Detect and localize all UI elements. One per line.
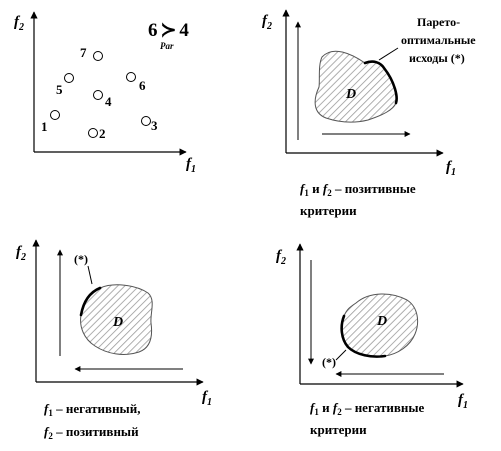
point-label-2: 2 [99,126,106,141]
point-label-7: 7 [80,45,87,60]
y-axis-label: f2 [276,248,286,267]
region-label: D [345,87,356,102]
point-7 [93,51,103,61]
x-axis-label: f1 [446,159,456,178]
pareto-star-mark: (*) [74,252,88,266]
caption-top-right: f1 и f2 – позитивные критерии [300,181,416,218]
dominance-relation: 6≻4 [148,20,189,41]
x-axis-label: f1 [186,156,196,175]
point-4 [93,90,103,100]
pareto-note-line-1: Парето- [417,15,460,29]
panel-top-right: f2 f1 D Парето- оптимальные исходы (*) [262,9,476,178]
point-1 [50,110,60,120]
y-axis-label: f2 [14,14,24,33]
point-label-3: 3 [151,118,158,133]
pareto-front [363,60,398,105]
caption-line-2: f2 – позитивный [44,424,139,441]
panel-bottom-left: f2 f1 D (*) [16,239,212,408]
point-6 [126,72,136,82]
pareto-front [79,286,102,317]
x-axis-label: f1 [202,389,212,408]
point-2 [88,128,98,138]
y-axis-label: f2 [16,244,26,263]
pareto-star-mark: (*) [322,355,336,369]
point-label-5: 5 [56,82,63,97]
pareto-note-line-3: исходы (*) [409,51,465,65]
y-axis-label: f2 [262,13,272,32]
caption-line-1: f1 – негативный, [44,401,140,418]
panel-bottom-right: f2 f1 D (*) [276,243,468,411]
point-5 [64,73,74,83]
caption-line-1: f1 и f2 – позитивные [300,181,416,198]
star-pointer [335,349,347,361]
caption-bottom-right: f1 и f2 – негативные критерии [310,400,425,437]
star-pointer [87,265,93,285]
region-label: D [112,315,123,330]
region-label: D [376,314,387,329]
dominance-subscript: Par [160,41,174,51]
point-label-6: 6 [139,78,146,93]
point-label-4: 4 [105,94,112,109]
caption-line-2: критерии [310,422,367,437]
caption-bottom-left: f1 – негативный, f2 – позитивный [44,401,140,441]
caption-line-1: f1 и f2 – негативные [310,400,425,417]
point-label-1: 1 [41,119,48,134]
note-pointer [378,47,399,61]
panel-top-left: f2 f1 1 2 3 4 5 6 7 6≻4 Par [14,11,196,175]
point-3 [141,116,151,126]
caption-line-2: критерии [300,203,357,218]
pareto-note-line-2: оптимальные [401,33,476,47]
x-axis-label: f1 [458,392,468,411]
pareto-front [340,314,387,358]
